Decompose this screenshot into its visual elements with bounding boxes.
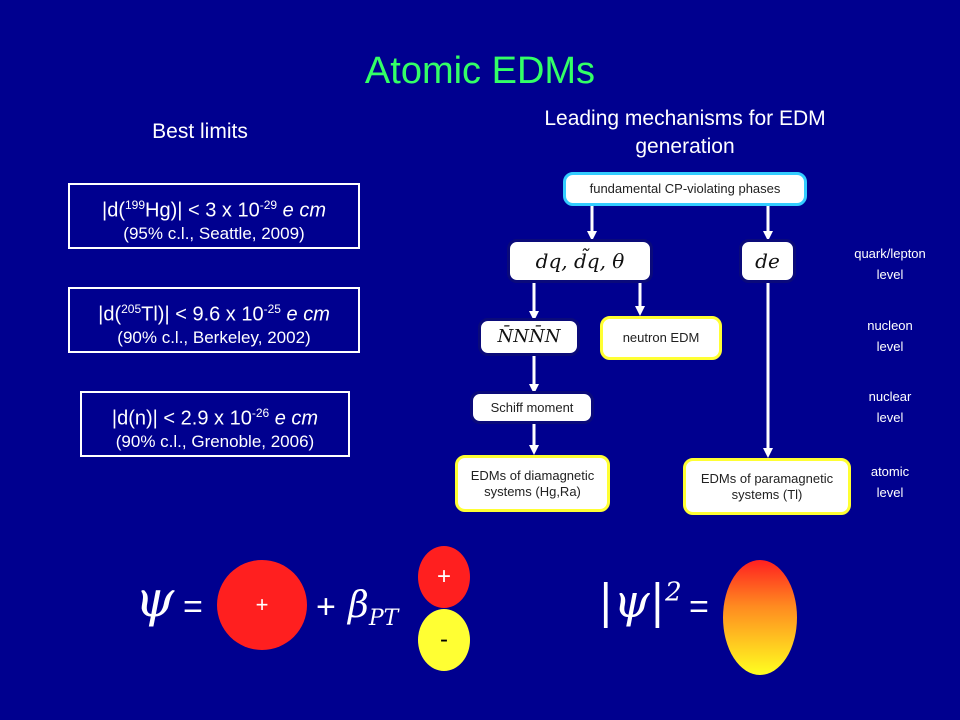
- diamagnetic-line1: EDMs of diamagnetic: [470, 467, 595, 483]
- best-limits-heading: Best limits: [152, 120, 248, 143]
- psi-abs: |ψ|: [598, 574, 666, 628]
- small-yellow-lobe: -: [418, 609, 470, 671]
- level-nucleon: nucleon level: [835, 315, 945, 357]
- nnnn-symbol: N̄NN̄N: [497, 326, 561, 347]
- beta-subscript: PT: [368, 606, 399, 632]
- psi-squared: |ψ|2: [598, 574, 682, 628]
- node-neutron-edm: neutron EDM: [600, 316, 722, 360]
- electron-edm-symbol: de: [755, 249, 780, 273]
- limit-box-tl: |d(205Tl)| < 9.6 x 10-25 e cm (90% c.l.,…: [68, 287, 360, 353]
- level-nucleon-line1: nucleon: [867, 318, 913, 333]
- quark-edm-symbols: dq, d̃q, θ: [535, 249, 625, 273]
- node-electron-edm: de: [739, 239, 796, 283]
- beta-pt: βPT: [348, 585, 398, 631]
- small-yellow-minus: -: [440, 626, 448, 653]
- limit-hg-note: (95% c.l., Seattle, 2009): [123, 223, 305, 243]
- node-paramagnetic-edms: EDMs of paramagnetic systems (Tl): [683, 458, 851, 515]
- level-quark-lepton: quark/lepton level: [835, 243, 945, 285]
- paramagnetic-line2: systems (Tl): [731, 486, 803, 502]
- paramagnetic-line1: EDMs of paramagnetic: [700, 470, 834, 486]
- mechanisms-heading: Leading mechanisms for EDM generation: [480, 105, 890, 161]
- level-atomic-line2: level: [876, 485, 904, 500]
- node-nnnn: N̄NN̄N: [478, 318, 580, 356]
- level-atomic: atomic level: [835, 461, 945, 503]
- red-circle-plus: +: [255, 592, 269, 617]
- level-quark-lepton-line1: quark/lepton: [854, 246, 926, 261]
- equals-sign-2: =: [689, 588, 709, 626]
- level-nucleon-line2: level: [876, 339, 904, 354]
- level-quark-lepton-line2: level: [876, 267, 904, 282]
- limit-tl-note: (90% c.l., Berkeley, 2002): [117, 327, 311, 347]
- diamagnetic-line2: systems (Hg,Ra): [484, 483, 581, 499]
- small-red-lobe: +: [418, 546, 470, 608]
- small-red-plus: +: [436, 563, 451, 590]
- limit-n-value: |d(n)| < 2.9 x 10-26 e cm: [111, 406, 319, 430]
- equals-sign-1: =: [183, 588, 203, 626]
- mechanisms-heading-line1: Leading mechanisms for EDM: [544, 107, 826, 130]
- beta-symbol: β: [348, 585, 369, 626]
- limit-n-note: (90% c.l., Grenoble, 2006): [115, 431, 315, 451]
- limit-tl-value: |d(205Tl)| < 9.6 x 10-25 e cm: [98, 302, 330, 326]
- page-title: Atomic EDMs: [364, 50, 596, 92]
- mechanisms-heading-line2: generation: [635, 135, 735, 158]
- limit-box-neutron: |d(n)| < 2.9 x 10-26 e cm (90% c.l., Gre…: [80, 391, 350, 457]
- node-schiff-moment: Schiff moment: [470, 391, 594, 424]
- node-diamagnetic-edms: EDMs of diamagnetic systems (Hg,Ra): [455, 455, 610, 512]
- limit-hg-value: |d(199Hg)| < 3 x 10-29 e cm: [102, 198, 326, 222]
- level-nuclear: nuclear level: [835, 386, 945, 428]
- node-fundamental-phases: fundamental CP-violating phases: [563, 172, 807, 206]
- level-nuclear-line2: level: [876, 410, 904, 425]
- gradient-oval: [723, 560, 797, 675]
- level-atomic-line1: atomic: [870, 464, 910, 479]
- psi-symbol: ψ: [135, 570, 175, 628]
- red-circle: +: [217, 560, 307, 650]
- level-nuclear-line1: nuclear: [868, 389, 912, 404]
- limit-box-hg: |d(199Hg)| < 3 x 10-29 e cm (95% c.l., S…: [68, 183, 360, 249]
- node-quark-edms: dq, d̃q, θ: [507, 239, 653, 283]
- psi-exponent: 2: [665, 577, 682, 608]
- plus-sign: +: [316, 588, 336, 626]
